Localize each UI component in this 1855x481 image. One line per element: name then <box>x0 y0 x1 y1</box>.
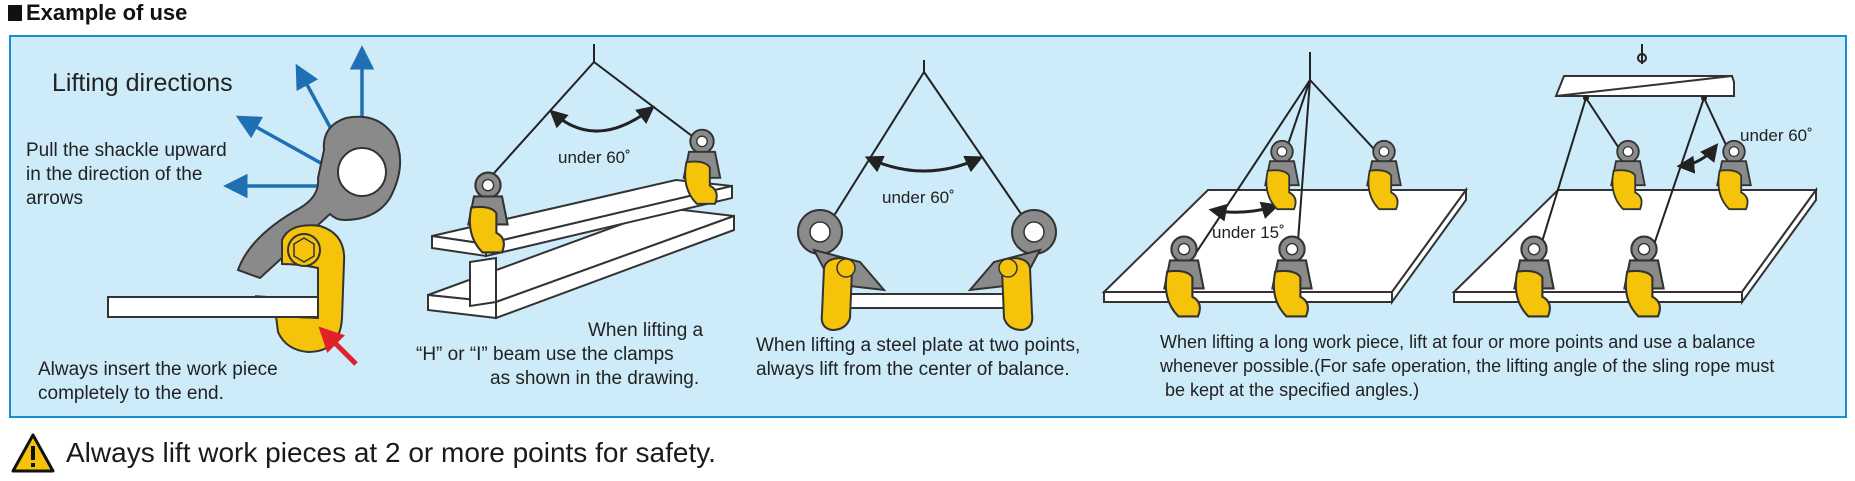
work-piece-bar <box>107 296 319 318</box>
panel3-caption-line-2: always lift from the center of balance. <box>756 359 1070 380</box>
plate-clamp-right <box>967 209 1057 332</box>
sling-rope-right <box>923 71 1029 225</box>
panel4-diagram-b <box>1451 44 1818 318</box>
panel4-caption-line-2: whenever possible.(For safe operation, t… <box>1160 356 1775 376</box>
i-beam <box>427 178 735 320</box>
beam-clamp-left <box>467 171 509 254</box>
panel1-diagram <box>107 45 402 366</box>
square-bullet-icon <box>8 5 22 21</box>
warning-text: Always lift work pieces at 2 or more poi… <box>66 437 716 468</box>
panel1-caption-line-2: completely to the end. <box>38 383 224 404</box>
panel1-caption-line-1: Always insert the work piece <box>38 359 278 380</box>
panel2-angle-label: under 60˚ <box>558 148 631 167</box>
panel4-angle-label-60: under 60˚ <box>1740 126 1813 145</box>
sling-rope-2 <box>1295 79 1311 269</box>
instruction-line-1: Pull the shackle upward <box>26 140 227 161</box>
balance-clamp-3 <box>1610 139 1646 211</box>
plate-clamp-left <box>797 209 887 332</box>
balance-beam <box>1554 74 1736 97</box>
instruction-line-3: arrows <box>26 188 84 209</box>
long-clamp-3 <box>1264 139 1300 211</box>
sling-rope-1 <box>1185 79 1311 269</box>
panel2-diagram <box>427 44 735 320</box>
warning-triangle-icon <box>11 433 55 473</box>
angle-arc-60 <box>864 155 984 173</box>
sling-rope-left <box>485 61 595 183</box>
section-title: Example of use <box>8 0 187 26</box>
instruction-line-2: in the direction of the <box>26 164 203 185</box>
balance-rope-3 <box>1645 97 1705 269</box>
panel4-caption-line-1: When lifting a long work piece, lift at … <box>1160 332 1756 352</box>
panel4-caption-line-3: be kept at the specified angles.) <box>1160 380 1420 400</box>
panel2-caption-line-1: When lifting a <box>588 320 704 341</box>
lifting-directions-heading: Lifting directions <box>52 69 233 97</box>
sling-rope-right <box>593 61 701 143</box>
angle-arc-15 <box>1208 201 1280 222</box>
panel3-angle-label: under 60˚ <box>882 188 955 207</box>
panel4-diagram-a <box>1101 52 1468 318</box>
safety-warning: Always lift work pieces at 2 or more poi… <box>10 430 716 476</box>
balance-clamp-4 <box>1716 139 1752 211</box>
insert-arrow <box>318 326 358 366</box>
steel-plate <box>839 293 1011 309</box>
section-title-text: Example of use <box>26 0 188 25</box>
sling-rope-left <box>829 71 925 223</box>
panel3-caption-line-1: When lifting a steel plate at two points… <box>756 335 1081 356</box>
panel4-angle-label-15: under 15˚ <box>1212 223 1285 242</box>
beam-clamp-right <box>682 128 722 205</box>
panel2-caption-line-2: “H” or “I” beam use the clamps <box>416 344 674 365</box>
angle-arc-60 <box>549 105 655 133</box>
panel3-diagram <box>797 60 1057 332</box>
angle-arc-60 <box>1676 143 1719 174</box>
long-clamp-4 <box>1366 139 1402 211</box>
panel2-caption-line-3: as shown in the drawing. <box>490 368 700 389</box>
